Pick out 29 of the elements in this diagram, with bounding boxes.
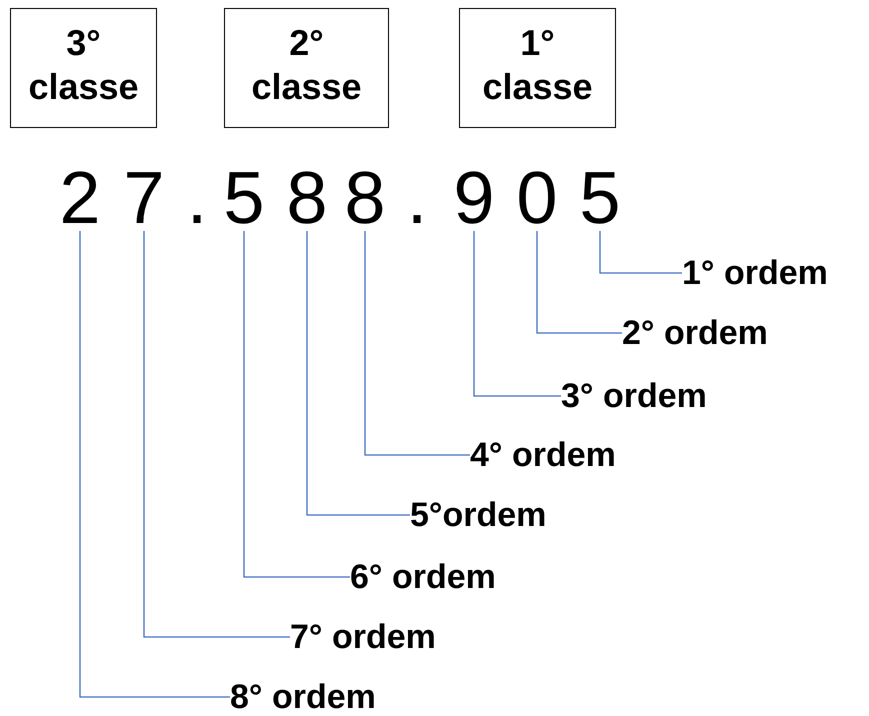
leader-line	[306, 231, 410, 516]
digit: 8	[343, 163, 387, 233]
digit: 0	[515, 163, 559, 233]
class-box: 1° classe	[459, 8, 616, 128]
order-label: 8° ordem	[230, 677, 376, 716]
class-box: 3° classe	[10, 8, 157, 128]
leader-line	[473, 231, 561, 397]
order-label: 4° ordem	[470, 435, 616, 475]
order-label: 3° ordem	[561, 376, 707, 416]
leader-line	[364, 231, 470, 456]
digit: 8	[285, 163, 329, 233]
class-box: 2° classe	[224, 8, 389, 128]
separator-dot: .	[186, 163, 208, 233]
order-label: 6° ordem	[350, 557, 496, 597]
separator-dot: .	[406, 163, 428, 233]
order-label: 5°ordem	[410, 495, 546, 535]
digit: 5	[578, 163, 622, 233]
leader-line	[143, 231, 290, 638]
digit: 9	[452, 163, 496, 233]
leader-line	[536, 231, 622, 334]
order-label: 2° ordem	[622, 313, 768, 353]
order-label: 1° ordem	[682, 253, 828, 293]
leader-line	[599, 231, 682, 274]
digit: 2	[58, 163, 102, 233]
digit: 5	[222, 163, 266, 233]
leader-line	[79, 231, 230, 698]
leader-line	[243, 231, 350, 578]
order-label: 7° ordem	[290, 617, 436, 657]
digit: 7	[122, 163, 166, 233]
